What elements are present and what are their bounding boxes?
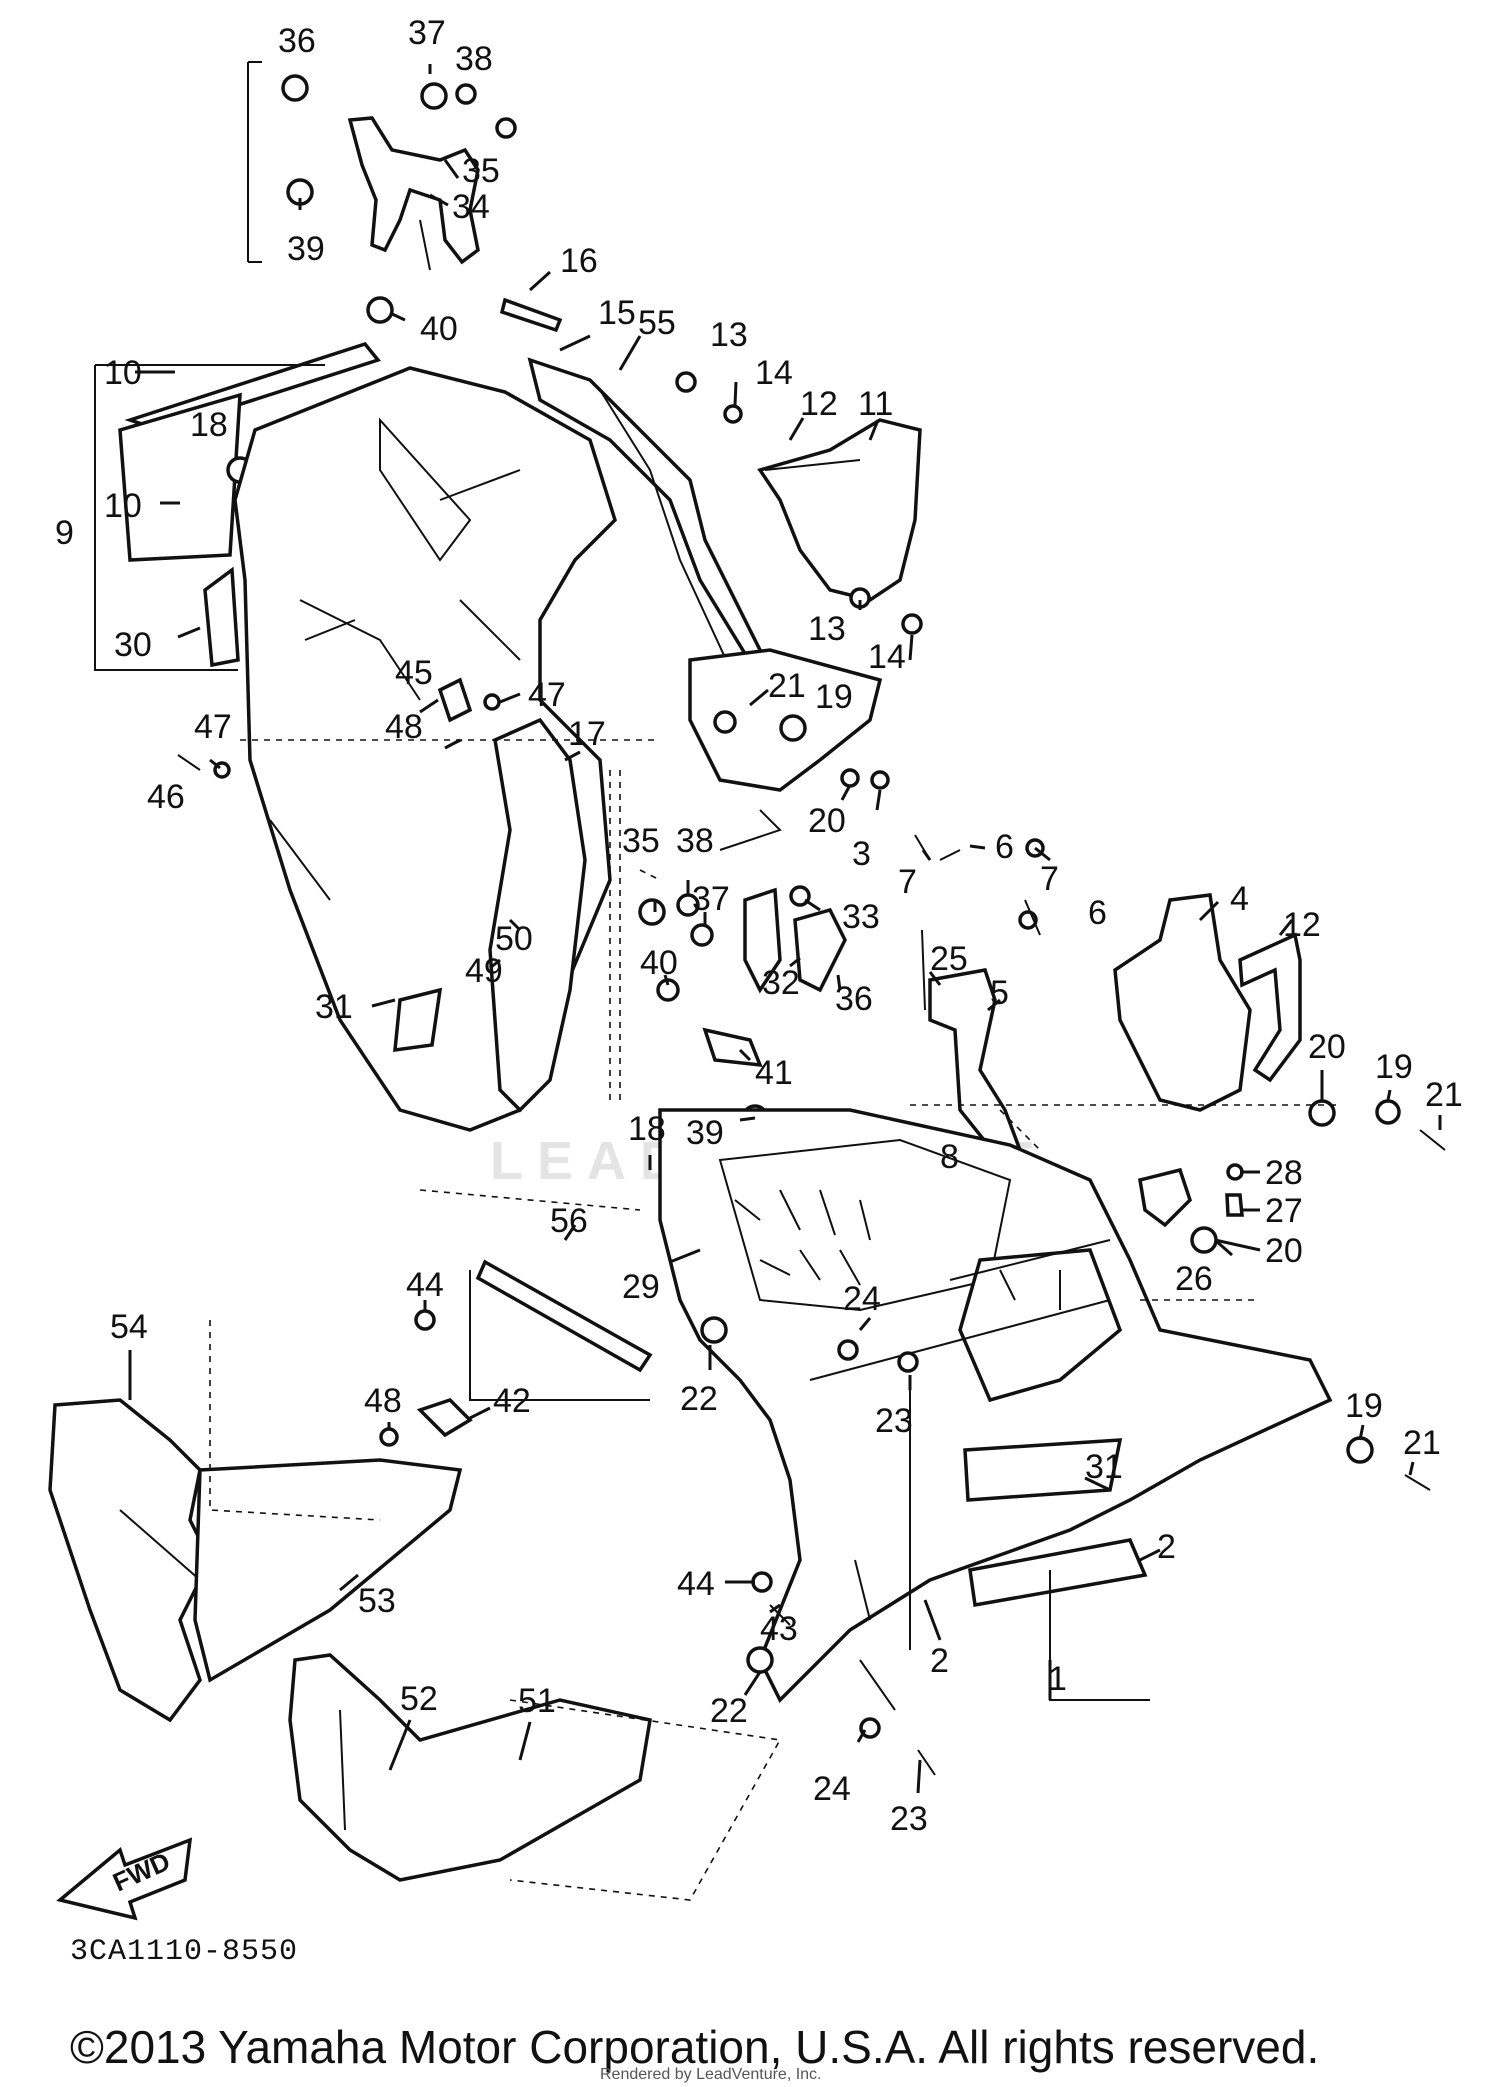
callout-label: 24 bbox=[813, 1770, 851, 1808]
callout-label: 31 bbox=[315, 988, 353, 1026]
callout-labels: 36 37 38 35 34 39 16 40 15 55 13 14 12 1… bbox=[55, 14, 1463, 1838]
fwd-arrow: FWD bbox=[56, 1837, 193, 1921]
callout-label: 37 bbox=[408, 14, 446, 52]
callout-label: 10 bbox=[104, 354, 142, 392]
callout-label: 23 bbox=[890, 1800, 928, 1838]
callout-label: 18 bbox=[628, 1110, 666, 1148]
callout-label: 47 bbox=[194, 708, 232, 746]
callout-label: 14 bbox=[755, 354, 793, 392]
callout-label: 40 bbox=[640, 944, 678, 982]
callout-label: 38 bbox=[676, 822, 714, 860]
callout-label: 3 bbox=[852, 835, 871, 873]
callout-label: 36 bbox=[835, 980, 873, 1018]
callout-label: 21 bbox=[768, 667, 806, 705]
callout-label: 16 bbox=[560, 242, 598, 280]
callout-label: 8 bbox=[940, 1138, 959, 1176]
callout-label: 48 bbox=[385, 708, 423, 746]
callout-label: 12 bbox=[1283, 906, 1321, 944]
callout-label: 11 bbox=[858, 385, 893, 423]
callout-label: 31 bbox=[1085, 1448, 1123, 1486]
callout-label: 27 bbox=[1265, 1192, 1303, 1230]
callout-label: 5 bbox=[990, 974, 1009, 1012]
callout-label: 39 bbox=[686, 1114, 724, 1152]
callout-label: 6 bbox=[995, 828, 1014, 866]
callout-label: 22 bbox=[680, 1380, 718, 1418]
callout-label: 44 bbox=[677, 1565, 715, 1603]
callout-label: 48 bbox=[364, 1382, 402, 1420]
callout-label: 26 bbox=[1175, 1260, 1213, 1298]
callout-label: 45 bbox=[395, 654, 433, 692]
callout-label: 30 bbox=[114, 626, 152, 664]
callout-label: 34 bbox=[452, 188, 490, 226]
callout-label: 22 bbox=[710, 1692, 748, 1730]
callout-label: 19 bbox=[1345, 1387, 1383, 1425]
callout-label: 43 bbox=[760, 1610, 798, 1648]
callout-label: 55 bbox=[638, 304, 676, 342]
callout-label: 23 bbox=[875, 1402, 913, 1440]
callout-label: 28 bbox=[1265, 1154, 1303, 1192]
callout-label: 18 bbox=[190, 406, 228, 444]
callout-label: 42 bbox=[493, 1382, 531, 1420]
callout-label: 35 bbox=[622, 822, 660, 860]
callout-label: 38 bbox=[455, 40, 493, 78]
callout-label: 39 bbox=[287, 230, 325, 268]
callout-label: 2 bbox=[1157, 1528, 1176, 1566]
callout-label: 12 bbox=[800, 385, 838, 423]
callout-label: 21 bbox=[1403, 1424, 1441, 1462]
callout-label: 20 bbox=[1265, 1232, 1303, 1270]
callout-label: 17 bbox=[568, 715, 606, 753]
callout-label: 35 bbox=[462, 152, 500, 190]
callout-label: 1 bbox=[1048, 1660, 1067, 1698]
callout-label: 44 bbox=[406, 1266, 444, 1304]
leader-lines bbox=[128, 64, 1442, 1794]
callout-label: 47 bbox=[528, 676, 566, 714]
copyright-notice: ©2013 Yamaha Motor Corporation, U.S.A. A… bbox=[70, 2021, 1320, 2073]
callout-label: 7 bbox=[898, 863, 917, 901]
callout-label: 15 bbox=[598, 294, 636, 332]
callout-label: 40 bbox=[420, 310, 458, 348]
callout-label: 33 bbox=[842, 898, 880, 936]
callout-label: 51 bbox=[518, 1682, 556, 1720]
callout-label: 46 bbox=[147, 778, 185, 816]
callout-label: 10 bbox=[104, 487, 142, 525]
callout-label: 32 bbox=[762, 964, 800, 1002]
callout-label: 29 bbox=[622, 1268, 660, 1306]
callout-label: 24 bbox=[843, 1280, 881, 1318]
callout-label: 14 bbox=[868, 638, 906, 676]
callout-label: 25 bbox=[930, 940, 968, 978]
callout-label: 41 bbox=[755, 1054, 793, 1092]
callout-label: 6 bbox=[1088, 894, 1107, 932]
callout-label: 13 bbox=[808, 610, 846, 648]
callout-label: 36 bbox=[278, 22, 316, 60]
callout-label: 19 bbox=[815, 678, 853, 716]
callout-label: 19 bbox=[1375, 1048, 1413, 1086]
callout-label: 4 bbox=[1230, 880, 1249, 918]
callout-label: 53 bbox=[358, 1582, 396, 1620]
rendered-by-note: Rendered by LeadVenture, Inc. bbox=[600, 2066, 822, 2083]
callout-label: 2 bbox=[930, 1642, 949, 1680]
diagram-code: 3CA1110-8550 bbox=[70, 1935, 299, 1969]
callout-label: 20 bbox=[808, 802, 846, 840]
callout-label: 9 bbox=[55, 514, 74, 552]
callout-label: 54 bbox=[110, 1308, 148, 1346]
callout-label: 20 bbox=[1308, 1028, 1346, 1066]
callout-label: 37 bbox=[692, 880, 730, 918]
parts-line-art bbox=[48, 61, 1446, 1901]
callout-label: 56 bbox=[550, 1202, 588, 1240]
callout-label: 49 bbox=[465, 952, 503, 990]
callout-label: 50 bbox=[495, 920, 533, 958]
callout-label: 13 bbox=[710, 316, 748, 354]
callout-label: 21 bbox=[1425, 1076, 1463, 1114]
callout-label: 7 bbox=[1040, 860, 1059, 898]
callout-label: 52 bbox=[400, 1680, 438, 1718]
